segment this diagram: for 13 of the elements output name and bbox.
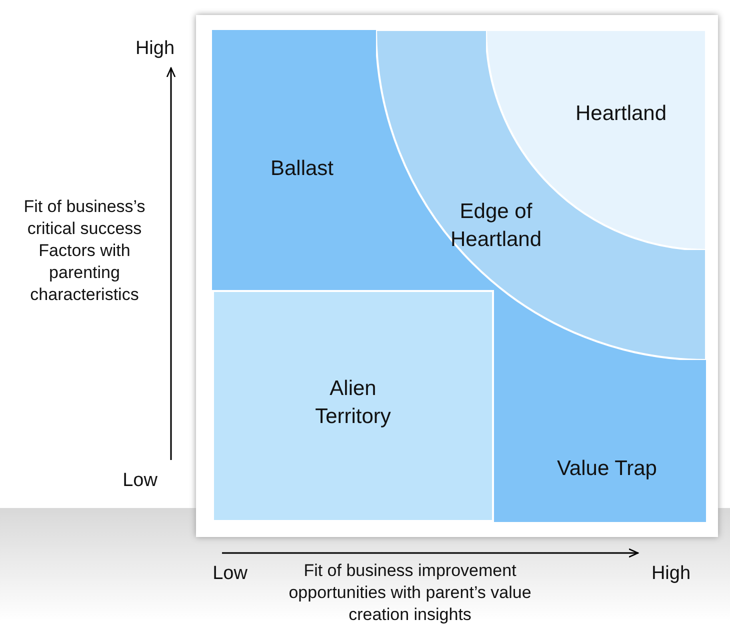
y-axis-title: Fit of business’s critical success Factors with parenting characteristics [22,196,146,306]
alien-territory-region [212,290,494,522]
axis-end-label: Low [212,563,248,585]
axis-end-label: High [134,38,176,60]
region-label: Edge of Heartland [449,199,543,253]
region-label: Ballast [269,156,335,182]
axis-end-label: High [650,563,692,585]
axis-end-label: Low [122,470,158,492]
region-label: Value Trap [556,456,658,482]
region-label: Alien Territory [314,376,392,430]
edge-of-heartland-region [376,30,706,360]
region-label: Heartland [574,101,668,127]
x-axis-title: Fit of business improvement opportunities with parent’s value creation insights [288,560,532,626]
